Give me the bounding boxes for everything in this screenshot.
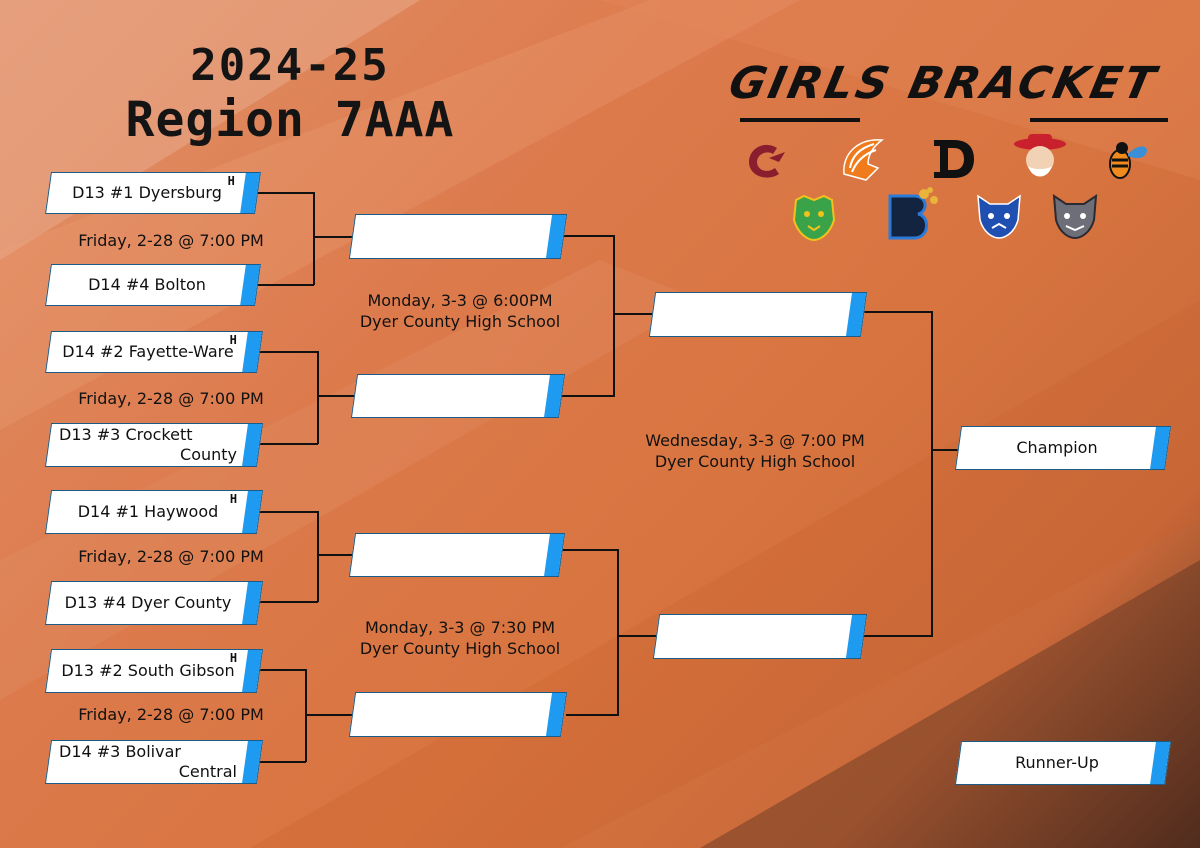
blue-wildcat-logo bbox=[977, 194, 1021, 239]
hornet-logo bbox=[1109, 142, 1147, 179]
round1-slot-3[interactable]: D14 #2 Fayette-Ware H bbox=[45, 331, 263, 373]
host-marker: H bbox=[227, 174, 235, 188]
region-title: Region 7AAA bbox=[125, 92, 455, 148]
team-name: D13 #2 South Gibson bbox=[61, 661, 235, 680]
orange-warrior-logo bbox=[843, 139, 885, 181]
round1-slot-5[interactable]: D14 #1 Haywood H bbox=[44, 490, 264, 534]
cavaliers-c-logo bbox=[749, 144, 785, 178]
final-slot-2[interactable] bbox=[652, 614, 868, 659]
round1-slot-6[interactable]: D13 #4 Dyer County bbox=[44, 581, 264, 625]
round1-slot-4[interactable]: D13 #3 Crockett County bbox=[44, 423, 264, 467]
team-name: D14 #4 Bolton bbox=[88, 275, 206, 294]
semis-bottom-schedule: Monday, 3-3 @ 7:30 PM Dyer County High S… bbox=[330, 617, 590, 659]
gray-wildcat-logo bbox=[1052, 194, 1098, 240]
semis-top-schedule: Monday, 3-3 @ 6:00PM Dyer County High Sc… bbox=[330, 290, 590, 332]
host-marker: H bbox=[229, 333, 237, 347]
blue-b-paw-logo bbox=[888, 187, 938, 240]
round1-slot-1[interactable]: D13 #1 Dyersburg H bbox=[45, 172, 261, 214]
round1-time-3: Friday, 2-28 @ 7:00 PM bbox=[78, 547, 264, 566]
host-marker: H bbox=[229, 492, 237, 506]
round1-time-4: Friday, 2-28 @ 7:00 PM bbox=[78, 705, 264, 724]
team-name: D13 #3 Crockett County bbox=[59, 424, 237, 466]
semi-slot-2[interactable] bbox=[350, 374, 566, 418]
rebel-mascot-logo bbox=[1014, 134, 1066, 177]
black-d-logo bbox=[934, 140, 974, 178]
team-name: D14 #2 Fayette-Ware bbox=[62, 342, 234, 361]
team-name-line1: D13 #3 Crockett bbox=[59, 425, 193, 444]
final-schedule: Wednesday, 3-3 @ 7:00 PM Dyer County Hig… bbox=[610, 430, 900, 472]
brand-underline-right bbox=[1030, 118, 1168, 122]
team-name-line2: County bbox=[180, 445, 237, 464]
team-name: D14 #3 Bolivar Central bbox=[59, 741, 237, 783]
round1-slot-7[interactable]: D13 #2 South Gibson H bbox=[44, 649, 264, 693]
semis-top-venue: Dyer County High School bbox=[359, 312, 561, 331]
season-title: 2024-25 bbox=[190, 40, 390, 91]
round1-time-1: Friday, 2-28 @ 7:00 PM bbox=[78, 231, 264, 250]
semi-slot-4[interactable] bbox=[348, 692, 568, 737]
champion-slot[interactable]: Champion bbox=[954, 426, 1172, 470]
semi-slot-1[interactable] bbox=[348, 214, 568, 259]
semis-top-date: Monday, 3-3 @ 6:00PM bbox=[367, 291, 553, 310]
semi-slot-3[interactable] bbox=[348, 533, 566, 577]
team-name: D13 #1 Dyersburg bbox=[72, 183, 222, 202]
runner-up-slot[interactable]: Runner-Up bbox=[954, 741, 1172, 785]
final-slot-1[interactable] bbox=[648, 292, 868, 337]
champion-label: Champion bbox=[1016, 438, 1098, 457]
semis-bottom-date: Monday, 3-3 @ 7:30 PM bbox=[364, 618, 556, 637]
runner-up-label: Runner-Up bbox=[1015, 753, 1099, 772]
team-name: D14 #1 Haywood bbox=[77, 502, 219, 521]
brand-underline-left bbox=[740, 118, 860, 122]
round1-slot-8[interactable]: D14 #3 Bolivar Central bbox=[44, 740, 264, 784]
round1-slot-2[interactable]: D14 #4 Bolton bbox=[45, 264, 261, 306]
green-tiger-logo bbox=[792, 194, 836, 242]
team-name-line1: D14 #3 Bolivar bbox=[59, 742, 181, 761]
final-date: Wednesday, 3-3 @ 7:00 PM bbox=[645, 431, 865, 450]
host-marker: H bbox=[229, 651, 237, 665]
final-venue: Dyer County High School bbox=[654, 452, 856, 471]
semis-bottom-venue: Dyer County High School bbox=[359, 639, 561, 658]
team-name: D13 #4 Dyer County bbox=[64, 593, 232, 612]
team-name-line2: Central bbox=[178, 762, 237, 781]
round1-time-2: Friday, 2-28 @ 7:00 PM bbox=[78, 389, 264, 408]
